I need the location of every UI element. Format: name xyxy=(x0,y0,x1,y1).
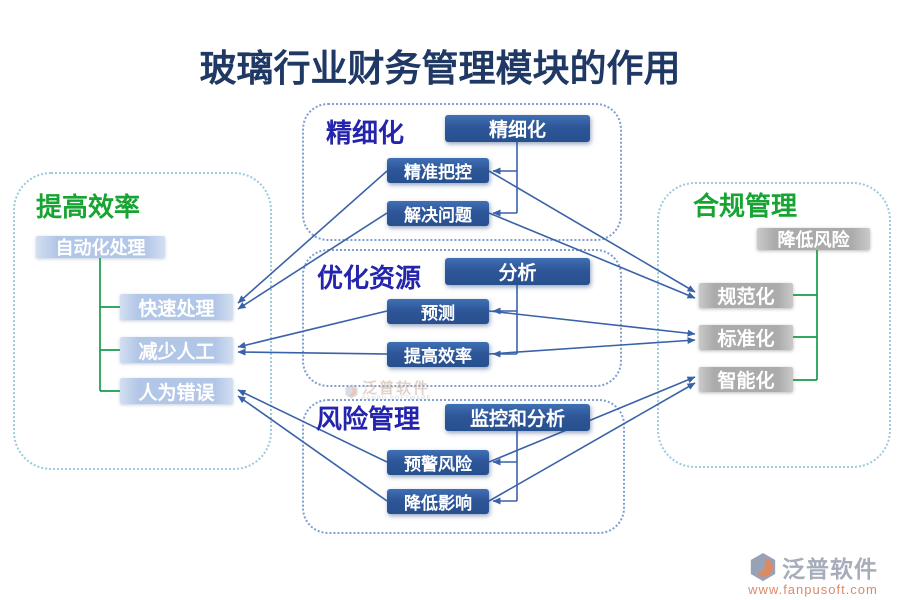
node-normalization: 标准化 xyxy=(699,325,793,350)
node-monitor-analysis-header: 监控和分析 xyxy=(445,404,590,431)
node-forecast: 预测 xyxy=(387,299,489,324)
node-precise-control: 精准把控 xyxy=(387,158,489,183)
fanpu-logo-brand: 泛普软件 xyxy=(782,556,878,582)
node-risk-warning: 预警风险 xyxy=(387,450,489,475)
panel-compliance-title: 合规管理 xyxy=(693,191,798,221)
fanpu-logo-icon xyxy=(750,552,776,582)
node-human-error: 人为错误 xyxy=(120,378,233,404)
fanpu-logo-icon-faint xyxy=(345,384,358,399)
node-auto-processing: 自动化处理 xyxy=(36,236,165,258)
node-solve-problems: 解决问题 xyxy=(387,201,489,226)
node-improve-efficiency: 提高效率 xyxy=(387,342,489,367)
fanpu-logo: 泛普软件 www.fanpusoft.com xyxy=(748,550,878,597)
node-analysis-header: 分析 xyxy=(445,258,590,285)
group-refinement-title: 精细化 xyxy=(326,118,405,148)
page-title: 玻璃行业财务管理模块的作用 xyxy=(199,48,681,89)
group-risk-title: 风险管理 xyxy=(316,404,421,434)
node-refinement-header: 精细化 xyxy=(445,115,590,142)
node-standardization: 规范化 xyxy=(699,283,793,308)
node-reduce-risk: 降低风险 xyxy=(757,228,870,250)
fanpu-logo-url: www.fanpusoft.com xyxy=(748,582,878,597)
center-watermark-brand: 泛普软件 xyxy=(362,380,431,397)
node-fast-processing: 快速处理 xyxy=(120,294,233,320)
node-reduce-impact: 降低影响 xyxy=(387,489,489,514)
panel-efficiency-title: 提高效率 xyxy=(36,192,141,222)
center-watermark-brand-en: FANPU SOFTWARE xyxy=(362,396,432,402)
group-optimize-title: 优化资源 xyxy=(317,263,422,293)
node-less-labor: 减少人工 xyxy=(120,337,233,363)
node-intelligence: 智能化 xyxy=(699,367,793,392)
